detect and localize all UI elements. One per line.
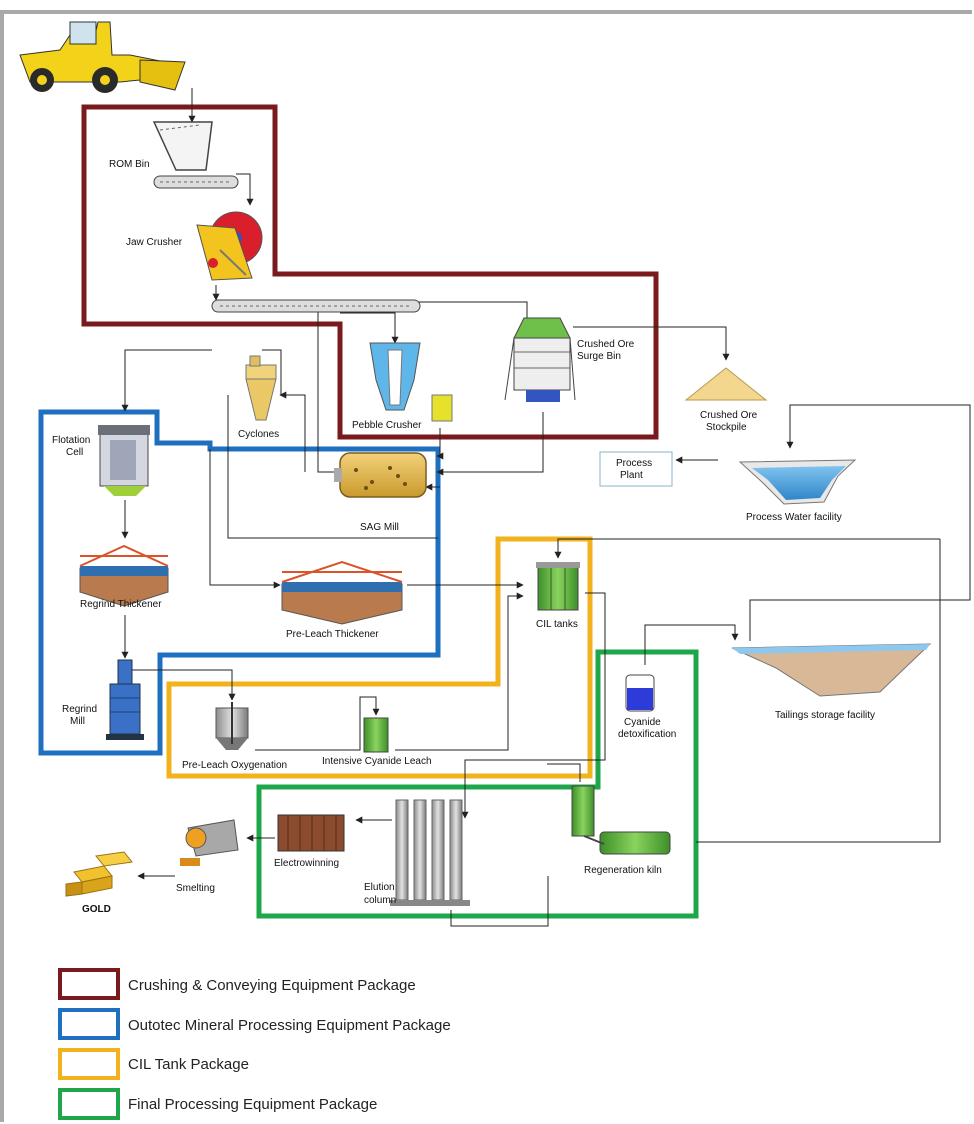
label-smelting: Smelting [176, 883, 215, 894]
legend-item-outotec: Outotec Mineral Processing Equipment Pac… [58, 1008, 451, 1040]
legend-item-cil: CIL Tank Package [58, 1048, 249, 1080]
final-package-outline [256, 649, 699, 919]
smelting-icon [180, 819, 239, 866]
pre-leach-thickener-icon [281, 560, 403, 625]
cyanide-detox-icon [625, 674, 655, 712]
tailings-storage-icon [731, 643, 932, 697]
label-gold: GOLD [82, 904, 111, 915]
label-cyanide-2: detoxification [618, 729, 676, 740]
label-regrind-mill-1: Regrind [62, 704, 97, 715]
gold-bars-icon [65, 851, 133, 897]
label-regrind-mill-2: Mill [70, 716, 85, 727]
label-flotation-1: Flotation [52, 435, 90, 446]
flow-lines [121, 88, 971, 927]
label-intensive-leach: Intensive Cyanide Leach [322, 756, 432, 767]
pebble-crusher-icon [369, 342, 453, 422]
regrind-mill-icon [106, 659, 144, 740]
label-sag-mill: SAG Mill [360, 522, 399, 533]
sag-mill-icon [334, 452, 427, 498]
regeneration-kiln-icon [571, 785, 671, 855]
label-electrowinning: Electrowinning [274, 858, 339, 869]
labels: ROM Bin Jaw Crusher Crushed Ore Surge Bi… [52, 159, 875, 915]
intensive-leach-icon [363, 717, 389, 753]
label-cyanide-1: Cyanide [624, 717, 661, 728]
electrowinning-icon [277, 814, 345, 852]
label-regrind-thickener: Regrind Thickener [80, 599, 162, 610]
process-water-icon [738, 459, 857, 505]
surge-bin-icon [504, 317, 576, 402]
label-oxygenation: Pre-Leach Oxygenation [182, 760, 287, 771]
label-cil-tanks: CIL tanks [536, 619, 578, 630]
label-process-plant-1: Process [616, 458, 652, 469]
outotec-package-outline [38, 409, 441, 756]
legend-item-crushing: Crushing & Conveying Equipment Package [58, 968, 416, 1000]
legend-label-crushing: Crushing & Conveying Equipment Package [128, 977, 416, 994]
label-jaw-crusher: Jaw Crusher [126, 237, 183, 248]
label-pre-leach-thickener: Pre-Leach Thickener [286, 629, 379, 640]
jaw-crusher-icon [196, 211, 263, 281]
label-flotation-2: Cell [66, 447, 83, 458]
legend: Crushing & Conveying Equipment Package O… [58, 968, 451, 1120]
legend-item-final: Final Processing Equipment Package [58, 1088, 377, 1120]
legend-label-final: Final Processing Equipment Package [128, 1096, 377, 1113]
label-tailings: Tailings storage facility [775, 710, 875, 721]
rom-bin-icon [152, 121, 239, 189]
label-elution-1: Elution [364, 882, 395, 893]
label-surge-bin-2: Surge Bin [577, 351, 621, 362]
label-stockpile-1: Crushed Ore [700, 410, 758, 421]
label-stockpile-2: Stockpile [706, 422, 747, 433]
label-regen-kiln: Regeneration kiln [584, 865, 662, 876]
legend-label-cil: CIL Tank Package [128, 1056, 249, 1073]
cyclone-icon [245, 355, 277, 421]
label-cyclones: Cyclones [238, 429, 279, 440]
regrind-thickener-icon [79, 544, 169, 607]
legend-label-outotec: Outotec Mineral Processing Equipment Pac… [128, 1017, 451, 1034]
flotation-cell-icon [98, 425, 150, 496]
stockpile-icon [684, 367, 768, 401]
label-process-plant-2: Plant [620, 470, 643, 481]
process-plant-box [599, 451, 673, 487]
cil-tanks-icon [536, 562, 580, 611]
wheel-loader-icon [19, 21, 186, 93]
oxygenation-tank-icon [215, 702, 249, 750]
crushing-package-outline [81, 104, 659, 440]
label-surge-bin-1: Crushed Ore [577, 339, 635, 350]
elution-column-icon [390, 799, 470, 906]
label-elution-2: column [364, 895, 396, 906]
label-pebble-crusher: Pebble Crusher [352, 420, 422, 431]
page-frame [0, 10, 972, 1122]
label-rom-bin: ROM Bin [109, 159, 150, 170]
label-process-water: Process Water facility [746, 512, 842, 523]
